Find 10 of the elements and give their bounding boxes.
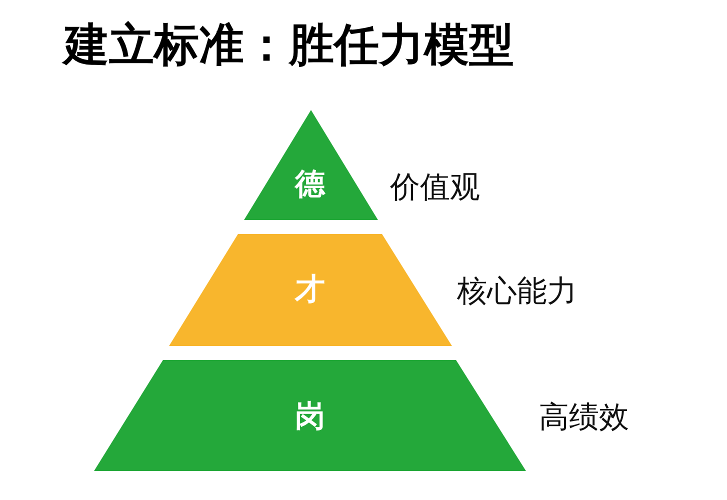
tier-caption: 高绩效 <box>539 400 629 436</box>
pyramid-tier <box>94 360 526 471</box>
pyramid-tier <box>244 110 378 220</box>
tier-caption: 核心能力 <box>457 274 577 310</box>
tier-label: 岗 <box>295 400 325 434</box>
tier-caption: 价值观 <box>390 170 480 206</box>
tier-label: 德 <box>295 168 325 202</box>
title: 建立标准：胜任力模型 <box>64 18 514 72</box>
pyramid-tier <box>169 234 452 346</box>
tier-label: 才 <box>295 273 325 307</box>
